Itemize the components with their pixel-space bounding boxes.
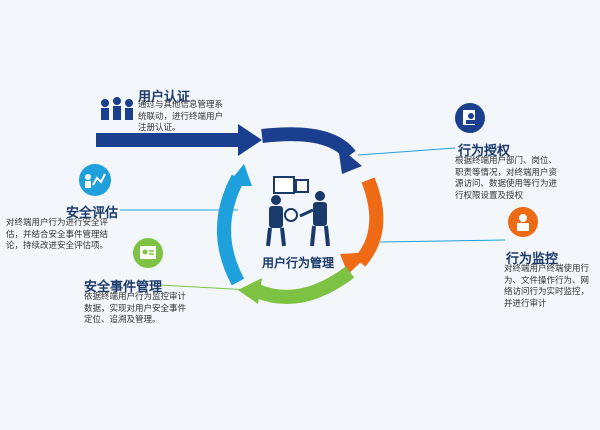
user-auth-desc-line: 注册认证。	[138, 123, 181, 133]
arc-cyan-head	[226, 164, 252, 186]
user-behavior-icon	[266, 176, 330, 247]
monitor-icon	[508, 207, 538, 237]
center-label: 用户行为管理	[261, 256, 334, 270]
behavior-monitor-desc-line: 并进行审计	[504, 298, 547, 309]
arc-navy-head	[338, 146, 362, 174]
incident-mgmt-title: 安全事件管理	[84, 280, 163, 295]
behavior-monitor-desc: 对终端用户终端使用行 为、文件操作行为、网 络访问行为实时监控， 并进行审计	[504, 264, 598, 310]
behavior-monitor-desc-line: 对终端用户终端使用行	[504, 264, 590, 274]
behavior-monitor-desc-line: 为、文件操作行为、网	[504, 275, 590, 286]
incident-icon	[133, 238, 163, 268]
incident-mgmt-desc-line: 定位、追溯及管理。	[84, 315, 161, 325]
arc-green	[252, 266, 355, 304]
behavior-auth-desc-line: 源访问、数据使用等行为进	[455, 179, 558, 189]
user-auth-title: 用户认证	[138, 90, 191, 105]
security-eval-desc-line: 对终端用户行为进行安全评	[6, 218, 109, 228]
security-eval-desc: 对终端用户行为进行安全评 估，并结合安全事件管理结 论，持续改进安全评估项。	[6, 218, 136, 253]
security-eval-title: 安全评估	[66, 206, 119, 221]
behavior-monitor-desc-line: 络访问行为实时监控，	[504, 287, 590, 297]
user-auth-desc-line: 通过与其他信息管理系	[138, 100, 224, 110]
arc-cyan	[217, 174, 245, 286]
incident-mgmt-desc-line: 数据，实现对用户安全事件	[84, 303, 187, 314]
user-auth-desc-line: 统联动，进行终端用户	[138, 111, 224, 122]
arc-orange	[354, 177, 384, 267]
arc-navy	[261, 127, 356, 160]
entry-arrow-shaft	[96, 133, 238, 147]
connector-behavior-auth	[357, 147, 456, 156]
behavior-auth-desc: 根据终端用户部门、岗位、 职责等情况，对终端用户资 源访问、数据使用等行为进 行…	[455, 156, 595, 202]
incident-mgmt-desc: 依据终端用户行为监控审计 数据，实现对用户安全事件 定位、追溯及管理。	[84, 292, 204, 327]
security-eval-desc-line: 估，并结合安全事件管理结	[6, 229, 109, 240]
connector-behavior-monitor	[379, 239, 506, 243]
entry-arrow-head	[238, 124, 262, 156]
behavior-auth-desc-line: 职责等情况，对终端用户资	[455, 167, 558, 178]
behavior-auth-desc-line: 行权限设置及授权	[455, 190, 524, 201]
behavior-monitor-title: 行为监控	[506, 252, 559, 267]
evaluation-icon	[79, 164, 111, 196]
behavior-auth-desc-line: 根据终端用户部门、岗位、	[455, 156, 558, 166]
behavior-auth-title: 行为授权	[458, 144, 511, 159]
users-group-icon	[101, 97, 133, 120]
incident-mgmt-desc-line: 依据终端用户行为监控审计	[84, 292, 187, 302]
connector-incident	[159, 284, 251, 291]
authorization-icon	[455, 103, 485, 133]
arc-orange-head	[340, 252, 372, 274]
user-auth-desc: 通过与其他信息管理系 统联动，进行终端用户 注册认证。	[138, 100, 268, 135]
security-eval-desc-line: 论，持续改进安全评估项。	[6, 241, 109, 251]
arc-green-head	[238, 278, 262, 304]
